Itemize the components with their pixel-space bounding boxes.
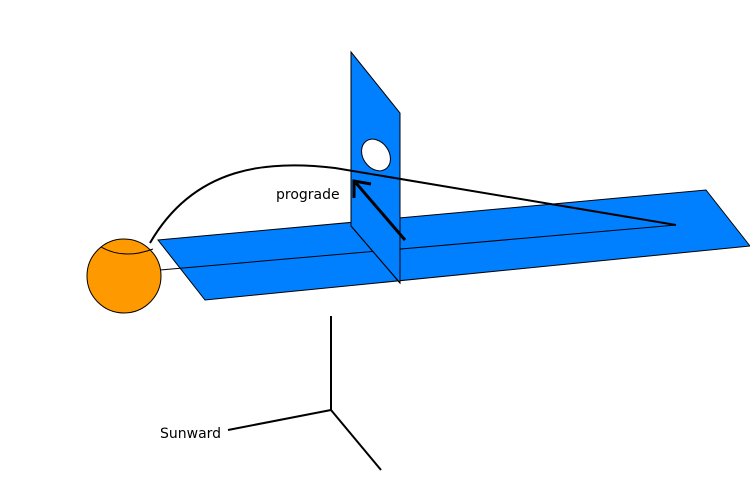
prograde-arrow-head: [352, 179, 372, 198]
axis-forward: [330, 409, 382, 471]
prograde-label: prograde: [276, 187, 340, 203]
plane-hole: [361, 138, 391, 172]
planet-rim: [100, 246, 154, 255]
axis-sunward: [227, 409, 332, 431]
planet-body: [86, 238, 162, 314]
vertical-plane-fold-line: [350, 225, 401, 284]
orbit-path: [149, 164, 677, 244]
orbital-plane: [157, 189, 750, 301]
plane-center-line: [159, 224, 677, 271]
prograde-arrow-shaft: [354, 182, 407, 241]
sunward-label: Sunward: [160, 426, 221, 442]
